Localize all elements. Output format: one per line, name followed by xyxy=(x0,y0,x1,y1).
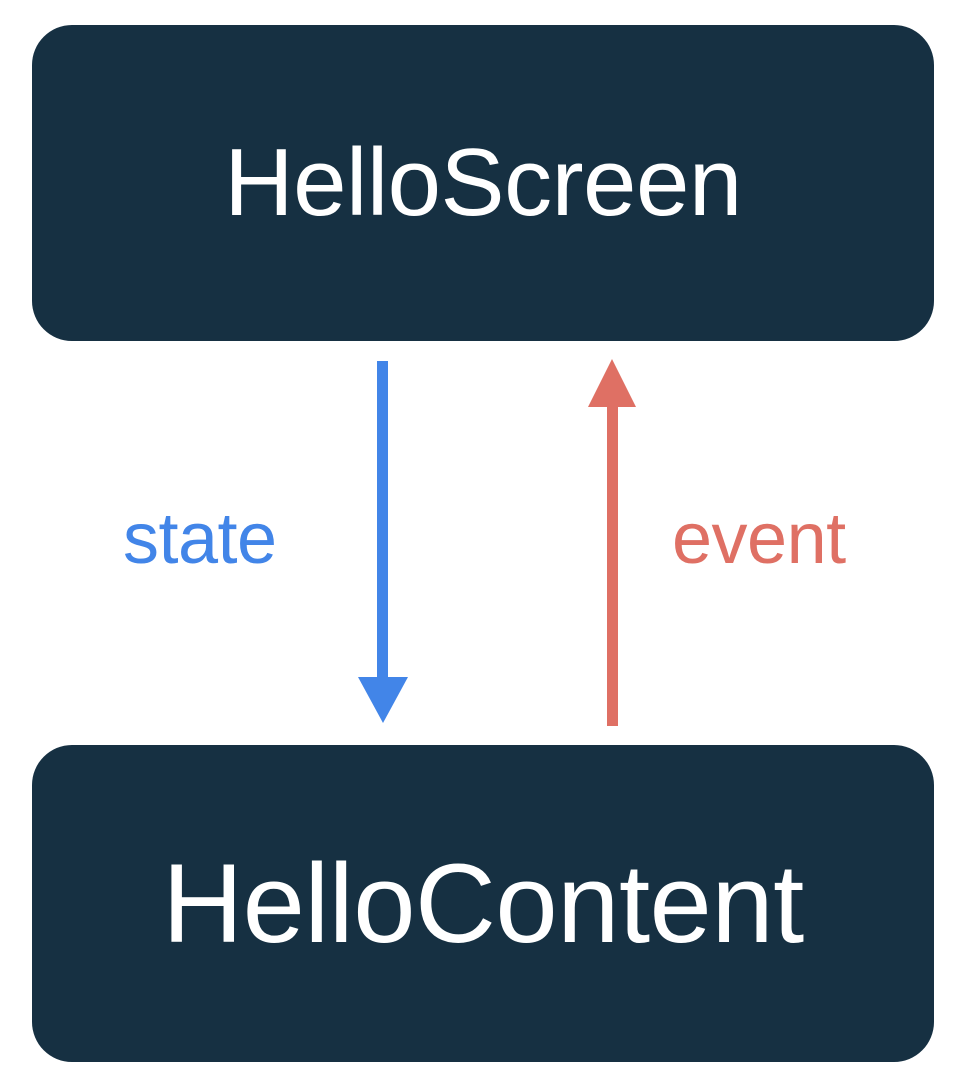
node-hello-screen[interactable]: HelloScreen xyxy=(32,25,934,341)
node-hello-content[interactable]: HelloContent xyxy=(32,745,934,1062)
edge-arrow-state xyxy=(358,361,408,723)
node-hello-screen-label: HelloScreen xyxy=(224,129,742,236)
edge-label-state: state xyxy=(123,499,277,579)
edge-arrow-event xyxy=(588,359,636,726)
edge-label-event: event xyxy=(672,499,846,579)
node-hello-content-label: HelloContent xyxy=(162,840,804,966)
